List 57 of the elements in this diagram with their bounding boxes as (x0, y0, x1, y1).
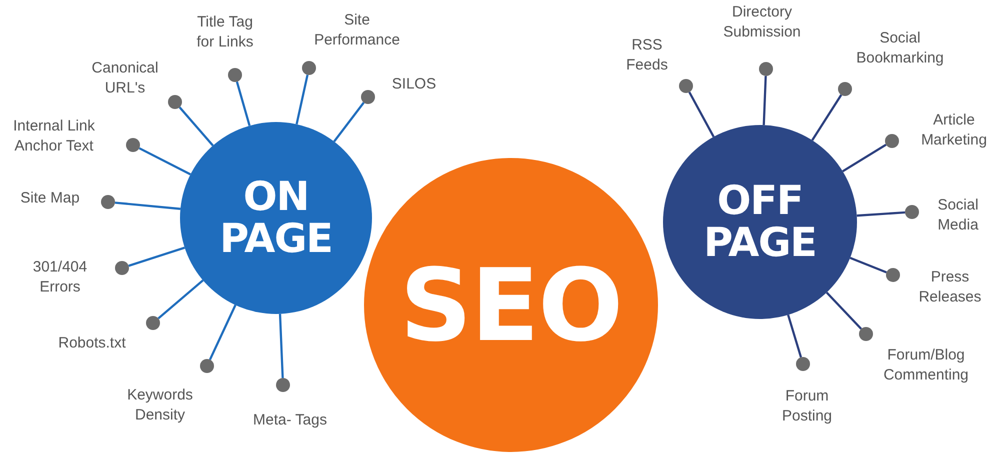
endpoint-dot (101, 195, 115, 209)
connector-line (138, 147, 191, 176)
hub-title: ON PAGE (218, 176, 334, 260)
endpoint-dot (228, 68, 242, 82)
topic-label: Title Tag for Links (196, 12, 254, 52)
topic-label: Social Bookmarking (855, 28, 945, 68)
connector-line (333, 102, 365, 142)
topic-label: Forum Posting (780, 386, 834, 426)
connector-line (850, 256, 887, 274)
endpoint-dot (302, 61, 316, 75)
endpoint-dot (796, 357, 810, 371)
topic-label: 301/404 Errors (32, 258, 88, 296)
endpoint-dot (885, 134, 899, 148)
endpoint-dot (200, 359, 214, 373)
endpoint-dot (361, 90, 375, 104)
topic-label: Forum/Blog Commenting (882, 346, 970, 384)
connector-line (128, 246, 186, 267)
topic-label: Press Releases (918, 268, 982, 306)
connector-line (787, 314, 802, 358)
endpoint-dot (126, 138, 140, 152)
topic-label: SILOS (392, 74, 436, 94)
endpoint-dot (886, 268, 900, 282)
connector-line (296, 74, 309, 124)
topic-label: Social Media (936, 196, 980, 234)
topic-label: Site Performance (313, 10, 401, 50)
connector-line (208, 304, 236, 360)
connector-line (811, 94, 842, 141)
connector-line (826, 292, 862, 330)
connector-line (158, 280, 204, 320)
connector-line (278, 314, 284, 378)
endpoint-dot (759, 62, 773, 76)
endpoint-dot (679, 79, 693, 93)
endpoint-dot (168, 95, 182, 109)
topic-label: RSS Feeds (625, 36, 669, 74)
topic-label: Internal Link Anchor Text (12, 116, 96, 156)
endpoint-dot (276, 378, 290, 392)
topic-label: Directory Submission (722, 2, 802, 42)
hub-title: SEO (398, 252, 624, 358)
hub-title: OFF PAGE (702, 180, 818, 264)
endpoint-dot (905, 205, 919, 219)
topic-label: Site Map (20, 188, 80, 208)
topic-label: Article Marketing (920, 110, 988, 150)
topic-label: Keywords Density (126, 386, 194, 424)
endpoint-dot (146, 316, 160, 330)
connector-line (178, 106, 214, 146)
connector-line (114, 202, 181, 210)
topic-label: Meta- Tags (253, 410, 327, 430)
connector-line (856, 211, 906, 217)
connector-line (842, 144, 887, 172)
topic-label: Canonical URL's (90, 58, 160, 98)
connector-line (688, 92, 715, 138)
connector-line (762, 76, 767, 126)
endpoint-dot (859, 327, 873, 341)
connector-line (236, 81, 251, 126)
endpoint-dot (838, 82, 852, 96)
endpoint-dot (115, 261, 129, 275)
topic-label: Robots.txt (58, 333, 126, 353)
